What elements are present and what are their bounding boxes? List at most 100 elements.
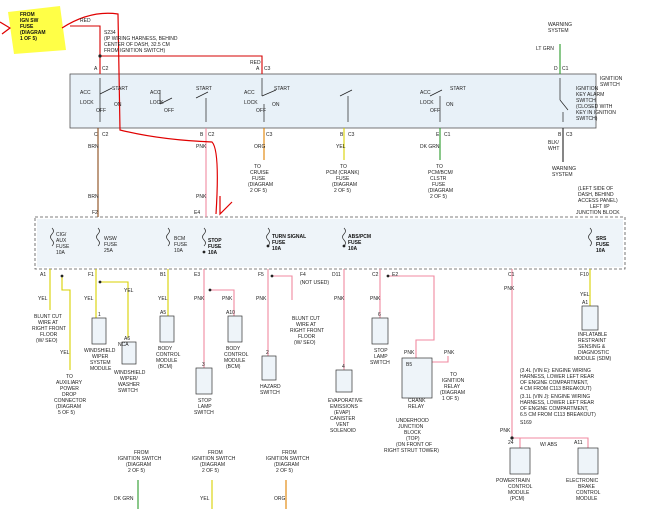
inflatable-box [581, 305, 599, 331]
stop-lamp-switch-1-label: STOP LAMP SWITCH [194, 398, 214, 416]
wire-dkgrn-label: DK GRN [420, 144, 440, 150]
conn-a6: A6 [124, 336, 130, 342]
ebcm-label: ELECTRONIC BRAKE CONTROL MODULE [566, 478, 602, 502]
conn-c1-top: C1 [562, 66, 569, 72]
conn-f5: F5 [258, 272, 264, 278]
switch-off-label: OFF [96, 108, 106, 114]
conn-c1-mid: C1 [444, 132, 451, 138]
fuse-abs-label: ABS/PCM FUSE 10A [348, 234, 372, 252]
switch-off-label-3: OFF [256, 108, 266, 114]
bcm-module-2-label: BODY CONTROL MODULE (BCM) [224, 346, 250, 370]
wire-brn-label: BRN [88, 144, 99, 150]
conn-c3-mid: C3 [266, 132, 273, 138]
wire-pnk-label: PNK [196, 144, 207, 150]
switch-off-label-4: OFF [430, 108, 440, 114]
conn-e2: E2 [392, 272, 398, 278]
switch-start-label-4: START [450, 86, 466, 92]
conn-f2: F2 [92, 210, 98, 216]
wire-red-splice [100, 55, 263, 74]
wire-pnk-a10 [210, 289, 235, 316]
wire-yel-a1b [61, 276, 71, 370]
yel-f1b-label: YEL [124, 288, 134, 294]
from-ign-fuse-label: FROM IGN SW FUSE (DIAGRAM 1 OF 5) [20, 12, 47, 42]
ebcm-box [577, 447, 599, 475]
conn-n4: 4 [342, 364, 345, 370]
conn-c3-mid-3: C3 [566, 132, 573, 138]
conn-n6: 6 [378, 312, 381, 318]
switch-lock-label-4: LOCK [420, 100, 434, 106]
yel-f10-label: YEL [580, 292, 590, 298]
fuse-turn-label: TURN SIGNAL FUSE 10A [272, 234, 307, 252]
conn-c3-top: C3 [264, 66, 271, 72]
crank-relay-label: CRANK RELAY [408, 398, 427, 410]
pnk-s169-label: PNK [500, 428, 511, 434]
wire-pnk-pcm [512, 437, 521, 448]
pcm-box [509, 447, 531, 475]
conn-n1: 1 [98, 312, 101, 318]
wire-pnk-s169 [511, 426, 589, 448]
conn-c2-mid: C2 [102, 132, 109, 138]
from-ign-switch-1-label: FROM IGNITION SWITCH (DIAGRAM 2 OF 5) [118, 450, 163, 474]
fuse-stop-label: STOP FUSE 10A [208, 238, 223, 256]
wire-pnk-e2 [388, 275, 435, 358]
junction-block-inner [37, 219, 623, 267]
bcm-box-1 [159, 315, 175, 343]
wire-blkwht-label: BLK/ WHT [548, 140, 560, 152]
switch-off-label-2: OFF [164, 108, 174, 114]
wire-brn-label-2: BRN [88, 194, 99, 200]
pnk-e3-label: PNK [194, 296, 205, 302]
evap-label: EVAPORATIVE EMISSIONS (EVAP) CANISTER VE… [328, 398, 364, 434]
highlight-ign-fuse [8, 6, 66, 54]
annotation-star [0, 21, 12, 35]
conn-e3: E3 [194, 272, 200, 278]
pnk-d11-label: PNK [334, 296, 345, 302]
inflatable-label: INFLATABLE RESTRAINT SENSING & DIAGNOSTI… [574, 332, 612, 362]
conn-e-mid: E [436, 132, 440, 138]
windshield-wiper-box [91, 317, 107, 345]
conn-d-top: D [554, 66, 558, 72]
pnk-c1-label: PNK [504, 286, 515, 292]
yel-b1-label: YEL [158, 296, 168, 302]
hazard-switch-box [261, 355, 277, 381]
from-ign-switch-3-label: FROM IGNITION SWITCH (DIAGRAM 2 OF 5) [266, 450, 311, 474]
blunt-cut-2-label: BLUNT CUT WIRE AT RIGHT FRONT FLOOR (W/ … [290, 316, 325, 346]
conn-c1-jb: C1 [508, 272, 515, 278]
windshield-washer-box [121, 341, 137, 365]
conn-c2-top: C2 [102, 66, 109, 72]
s169-label: S169 [520, 420, 532, 426]
warning-system-bottom-label: WARNING SYSTEM [552, 166, 577, 178]
pnk-a10-label: PNK [222, 296, 233, 302]
to-cruise-label: TO CRUISE FUSE (DIAGRAM 2 OF 5) [248, 164, 274, 194]
junction-block-frame [34, 216, 626, 270]
switch-start-label-3: START [274, 86, 290, 92]
conn-c-mid: C [94, 132, 98, 138]
switch-acc-label-3: ACC [244, 90, 255, 96]
to-ignition-relay-label: TO IGNITION RELAY (DIAGRAM 1 OF 5) [440, 372, 466, 402]
to-pcm-crank-label: TO PCM (CRANK) FUSE (DIAGRAM 2 OF 5) [326, 164, 361, 194]
switch-acc-label: ACC [80, 90, 91, 96]
junction-block-label: (LEFT SIDE OF DASH, BEHIND ACCESS PANEL)… [576, 186, 620, 216]
pnk-e2-label: PNK [404, 350, 415, 356]
warning-system-top-label: WARNING SYSTEM [548, 22, 573, 34]
bcm-box-2 [227, 315, 243, 343]
conn-b-mid: B [200, 132, 204, 138]
ignition-switch-title: IGNITION SWITCH [600, 76, 624, 88]
red-a-label: RED [250, 60, 261, 66]
evap-box [335, 369, 353, 393]
hazard-switch-label: HAZARD SWITCH [260, 384, 282, 396]
ignition-switch-panel [69, 73, 597, 129]
ltgrn-label: LT GRN [536, 46, 554, 52]
w-abs-label: W/ ABS [540, 442, 558, 448]
pnk-relay-label: PNK [444, 350, 455, 356]
conn-d11: D11 [332, 272, 341, 278]
conn-a5: A5 [160, 310, 166, 316]
switch-contacts [99, 78, 569, 122]
bottom-yel-label: YEL [200, 496, 210, 502]
switch-start-label-2: START [196, 86, 212, 92]
wire-yel-label: YEL [336, 144, 346, 150]
wire-yel-f1b [100, 281, 129, 338]
bottom-dkgrn-label: DK GRN [114, 496, 134, 502]
conn-n2: 2 [266, 350, 269, 356]
fuse-srs-label: SRS FUSE 10A [596, 236, 611, 254]
yel-aux-label: YEL [60, 350, 70, 356]
